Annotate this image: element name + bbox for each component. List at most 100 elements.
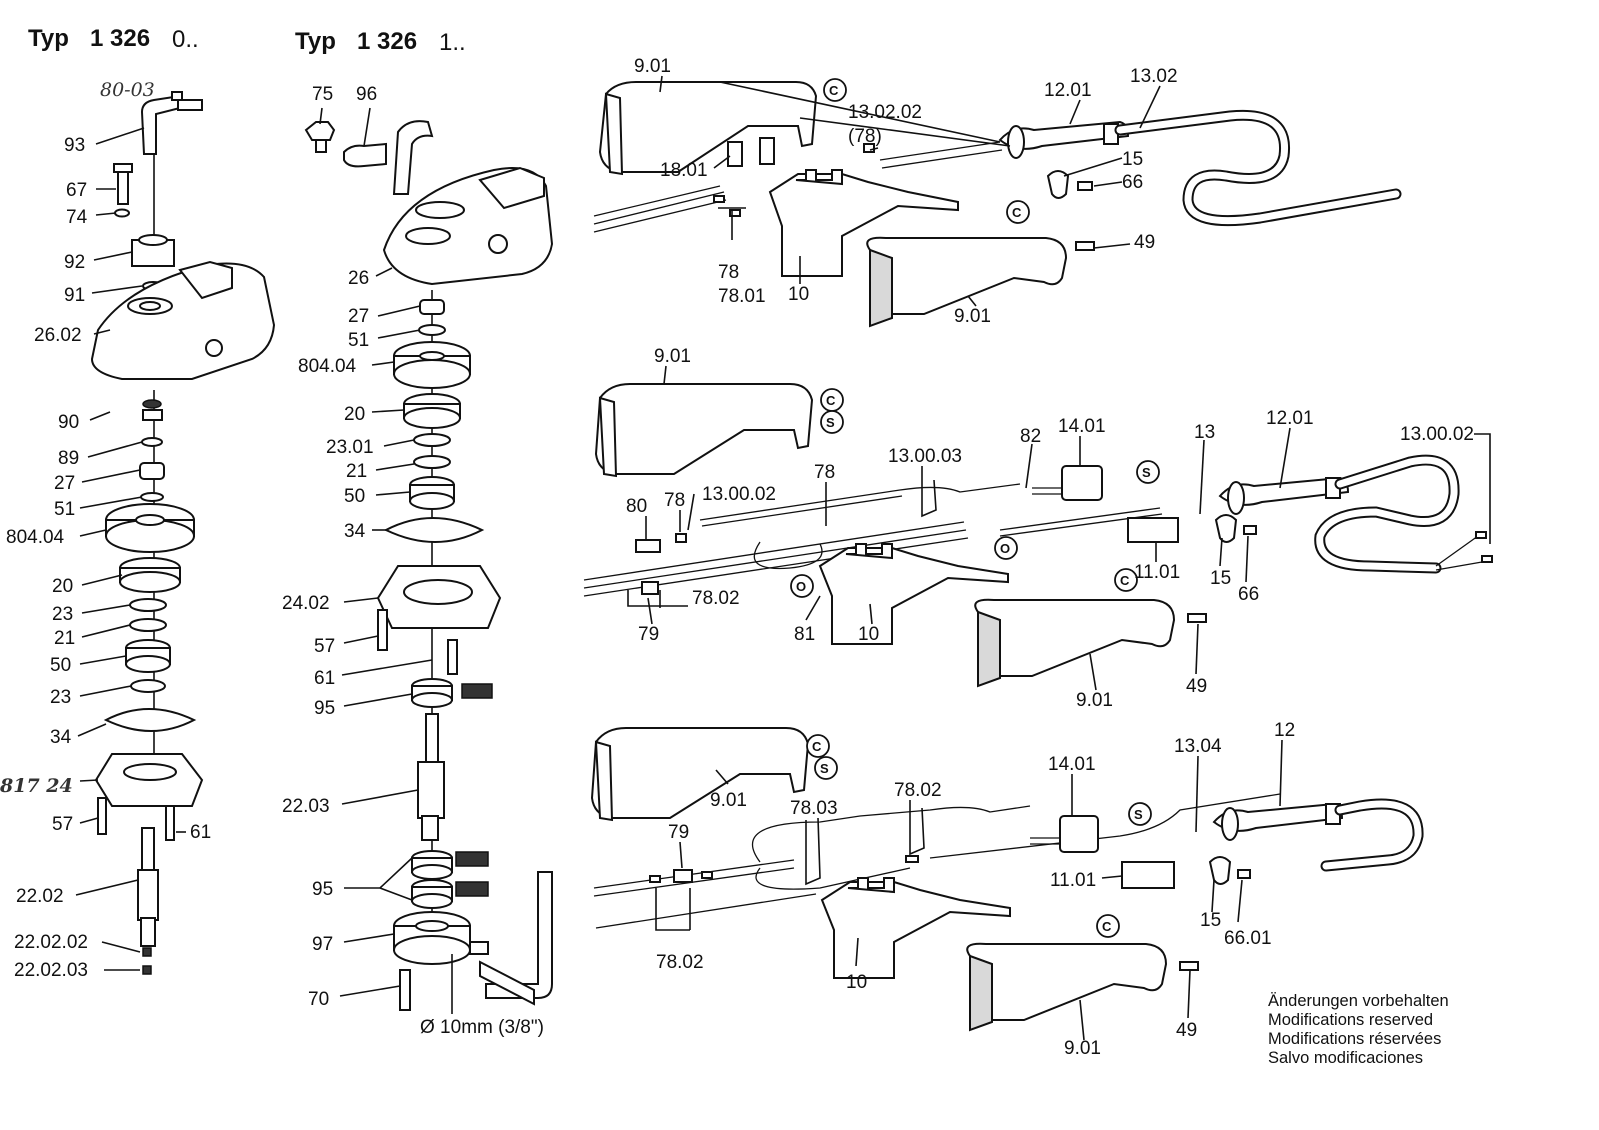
label-s2-11: 11.01 — [1134, 562, 1180, 583]
label-s2-14: 78.02 — [692, 588, 740, 609]
label-s3-3: 78.02 — [894, 780, 942, 801]
section1-circles: C C — [823, 78, 1030, 224]
note-es: Salvo modificaciones — [1268, 1049, 1423, 1067]
label-s3-6: 12 — [1274, 720, 1295, 741]
mark-s-4: S — [1134, 807, 1143, 822]
label-s3-2: 78.03 — [790, 798, 838, 819]
label-s1-8: 49 — [1134, 232, 1155, 253]
label-s3-9: 66.01 — [1224, 928, 1272, 949]
column2-parts — [304, 120, 554, 1011]
section2-labels: 9.01 80 78 13.00.02 78 13.00.03 82 14.01… — [626, 346, 1474, 711]
section3-parts — [590, 727, 1424, 1032]
label-s2-13: 66 — [1238, 584, 1259, 605]
label-s2-16: 81 — [794, 624, 815, 645]
label-c1-7: 89 — [58, 448, 79, 469]
section2-circles: C S S O O C — [790, 388, 1160, 598]
label-s3-11: 10 — [846, 972, 867, 993]
label-s3-7: 11.01 — [1050, 870, 1096, 891]
label-c1-9: 51 — [54, 499, 75, 520]
label-c2-5: 804.04 — [298, 356, 357, 377]
label-c2-10: 34 — [344, 521, 366, 542]
label-c1-5: 26.02 — [34, 325, 82, 346]
label-s2-4: 78 — [814, 462, 835, 483]
mark-c-6: C — [1102, 919, 1112, 934]
label-c1-13: 21 — [54, 628, 75, 649]
label-c2-3: 27 — [348, 306, 369, 327]
column2-labels: 75 96 26 27 51 804.04 20 23.01 21 50 34 … — [282, 84, 544, 1038]
label-c2-13: 61 — [314, 668, 335, 689]
section1-leaders — [659, 75, 1161, 307]
label-c2-19: Ø 10mm (3/8") — [420, 1017, 544, 1038]
label-c1-4: 91 — [64, 285, 85, 306]
label-c1-3: 92 — [64, 252, 85, 273]
label-c1-14: 50 — [50, 655, 71, 676]
mark-c-1: C — [829, 83, 839, 98]
note-de: Änderungen vorbehalten — [1268, 992, 1449, 1010]
label-c2-9: 50 — [344, 486, 365, 507]
label-s3-0: 9.01 — [710, 790, 747, 811]
label-c1-19: 22.02 — [16, 886, 64, 907]
mark-c-3: C — [826, 393, 836, 408]
handwritten-note-top: 80-03 — [100, 79, 155, 101]
section3-circles: C S S C — [806, 734, 1152, 938]
label-c2-14: 95 — [314, 698, 335, 719]
label-c1-15: 23 — [50, 687, 71, 708]
label-c1-21: 22.02.03 — [14, 960, 88, 981]
mark-o-1: O — [1000, 541, 1010, 556]
note-en: Modifications reserved — [1268, 1011, 1433, 1029]
label-s1-7: 66 — [1122, 172, 1143, 193]
section3-leaders — [655, 739, 1283, 1041]
mark-c-2: C — [1012, 205, 1022, 220]
label-s2-2: 78 — [664, 490, 685, 511]
column1-labels: 93 67 74 92 91 26.02 90 89 27 51 804.04 … — [6, 135, 211, 981]
column2-leaders — [319, 107, 453, 1014]
label-s2-17: 10 — [858, 624, 879, 645]
label-s2-0: 9.01 — [654, 346, 691, 367]
label-c1-18: 61 — [190, 822, 211, 843]
label-s2-5: 13.00.03 — [888, 446, 962, 467]
label-c1-12: 23 — [52, 604, 73, 625]
label-s1-2: 13.02.02 — [848, 102, 922, 123]
label-c2-12: 57 — [314, 636, 335, 657]
label-c2-7: 23.01 — [326, 437, 374, 458]
note-fr: Modifications réservées — [1268, 1030, 1441, 1048]
label-s3-10: 78.02 — [656, 952, 704, 973]
label-s2-19: 9.01 — [1076, 690, 1113, 711]
header-middle-suffix: 1.. — [439, 29, 466, 56]
label-c2-0: 75 — [312, 84, 333, 105]
mark-s-1: S — [826, 415, 835, 430]
label-s1-1: 18.01 — [660, 160, 708, 181]
header-middle-number: 1 326 — [357, 28, 417, 55]
label-c2-6: 20 — [344, 404, 365, 425]
section2-leaders — [627, 365, 1491, 691]
label-c1-8: 27 — [54, 473, 75, 494]
label-s1-4: 12.01 — [1044, 80, 1092, 101]
header-middle-typ: Typ — [295, 28, 336, 55]
header-left-typ: Typ — [28, 25, 69, 52]
label-c2-2: 26 — [348, 268, 369, 289]
label-s2-8: 13 — [1194, 422, 1215, 443]
handwritten-note-side: 817 24 — [0, 775, 73, 797]
label-c2-18: 70 — [308, 989, 329, 1010]
label-c2-16: 95 — [312, 879, 333, 900]
column1-leaders — [75, 127, 186, 971]
label-c1-1: 67 — [66, 180, 87, 201]
label-s3-1: 79 — [668, 822, 689, 843]
label-s1-9: 78 — [718, 262, 739, 283]
label-s2-3: 13.00.02 — [702, 484, 776, 505]
label-c2-15: 22.03 — [282, 796, 330, 817]
label-c2-1: 96 — [356, 84, 377, 105]
mark-s-2: S — [1142, 465, 1151, 480]
label-s2-10: 13.00.02 — [1400, 424, 1474, 445]
label-s3-4: 14.01 — [1048, 754, 1096, 775]
label-c1-17: 57 — [52, 814, 73, 835]
label-c2-17: 97 — [312, 934, 333, 955]
label-c1-20: 22.02.02 — [14, 932, 88, 953]
label-c1-16: 34 — [50, 727, 72, 748]
modification-notes: Änderungen vorbehalten Modifications res… — [1268, 992, 1449, 1067]
header-left-number: 1 326 — [90, 25, 150, 52]
label-s2-7: 14.01 — [1058, 416, 1106, 437]
label-s1-5: 13.02 — [1130, 66, 1178, 87]
mark-c-4: C — [1120, 573, 1130, 588]
